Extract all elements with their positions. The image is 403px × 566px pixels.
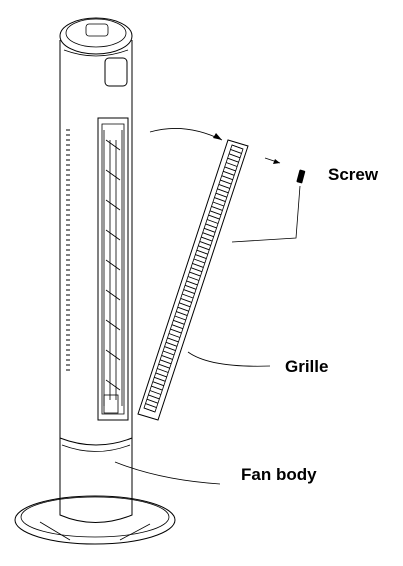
screw — [264, 157, 306, 184]
fan-body-label: Fan body — [241, 465, 317, 484]
grille-label: Grille — [285, 357, 328, 376]
fan-base — [14, 495, 176, 545]
grille — [137, 139, 249, 421]
screw-label: Screw — [328, 165, 379, 184]
leader-lines — [114, 185, 301, 485]
fan-body — [59, 17, 133, 523]
removal-arrow — [149, 128, 223, 141]
